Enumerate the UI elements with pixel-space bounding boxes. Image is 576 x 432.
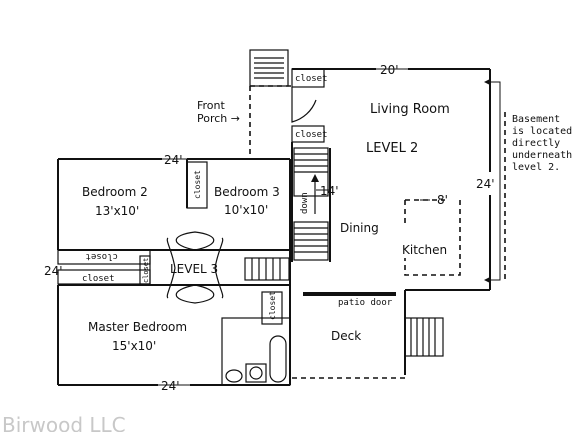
dimension-lines [158, 68, 430, 386]
dim-left: 24' [44, 264, 63, 278]
dim-bottom: 24' [161, 379, 180, 393]
closet-label-bath: closet [268, 291, 277, 320]
front-porch-label-2: Porch → [197, 112, 240, 125]
deck-steps [404, 317, 444, 357]
closet-label-mid: closet [295, 130, 328, 140]
basement-bracket [484, 79, 506, 283]
front-porch-steps [249, 49, 289, 87]
watermark: Birwood LLC [2, 413, 126, 432]
level2-label: LEVEL 2 [366, 141, 418, 156]
master-bedroom-size: 15'x10' [112, 339, 156, 353]
basement-note-line2: is located [512, 126, 572, 137]
level2-walls [249, 68, 491, 379]
front-porch-label-1: Front [197, 99, 226, 112]
closet-label-bed3: closet [193, 170, 202, 199]
kitchen-label: Kitchen [402, 243, 447, 257]
living-room-label: Living Room [370, 102, 450, 117]
closet-label-hall-bottom: closet [82, 274, 115, 284]
dim-top: 20' [380, 63, 399, 77]
bedroom2-size: 13'x10' [95, 204, 139, 218]
closet-label-hall-small: closet [142, 258, 150, 283]
basement-note-line1: Basement [512, 114, 560, 125]
dim-bed-top: 24' [164, 153, 183, 167]
basement-note-line4: underneath [512, 150, 572, 161]
bedroom3-label: Bedroom 3 [214, 185, 280, 199]
dining-label: Dining [340, 221, 379, 235]
patio-door-label: patio door [338, 298, 393, 308]
level3-label: LEVEL 3 [170, 262, 218, 276]
level3-walls [57, 158, 291, 386]
closet-label-porch: closet [295, 74, 328, 84]
deck-label: Deck [331, 329, 361, 343]
bedroom3-size: 10'x10' [224, 203, 268, 217]
interior-stairs [293, 147, 329, 261]
basement-note-line5: level 2. [512, 162, 560, 173]
stairs-down-label: down [300, 192, 310, 214]
dim-stair: 14' [320, 184, 339, 198]
basement-note-line3: directly [512, 138, 560, 149]
dim-right: 24' [476, 177, 495, 191]
dim-kitchen: 8' [437, 193, 448, 207]
basement-note: Basement is located directly underneath … [512, 114, 572, 173]
closet-label-hall-top: closet [85, 251, 118, 261]
master-bedroom-label: Master Bedroom [88, 320, 187, 334]
bedroom2-label: Bedroom 2 [82, 185, 148, 199]
